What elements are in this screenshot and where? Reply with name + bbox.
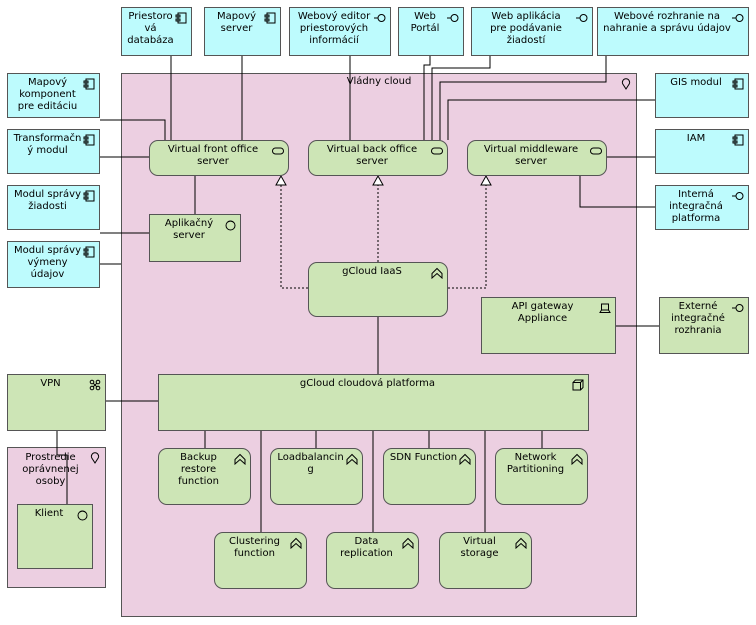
function-chevron-icon <box>402 537 414 549</box>
interface-icon <box>374 12 386 24</box>
node-web-aplikacia[interactable]: Web aplikácia pre podávanie žiadostí <box>471 7 593 56</box>
node-aplikacny-server[interactable]: Aplikačný server <box>149 214 241 262</box>
node-label: Priestoro vá databáza <box>127 11 174 46</box>
function-chevron-icon <box>234 453 246 465</box>
node-label: Mapový komponent pre editáciu <box>17 77 78 112</box>
node-iam[interactable]: IAM <box>655 129 749 174</box>
component-icon <box>83 78 95 90</box>
node-label: Externé integračné rozhrania <box>671 301 725 336</box>
node-label: Aplikačný server <box>164 218 214 241</box>
node-label: Virtual back office server <box>326 144 418 167</box>
node-label: Klient <box>34 508 64 519</box>
node-label: SDN Function <box>389 452 458 463</box>
rounded-rect-icon <box>431 145 443 157</box>
communication-network-icon <box>89 379 101 391</box>
node-label: gCloud cloudová platforma <box>299 378 436 389</box>
function-chevron-icon <box>431 267 443 279</box>
node-label: GIS modul <box>670 77 722 88</box>
function-chevron-icon <box>290 537 302 549</box>
node-mapovy-server[interactable]: Mapový server <box>204 7 281 56</box>
node-backup-restore[interactable]: Backup restore function <box>158 448 251 505</box>
node-label: Modul správy žiadosti <box>13 189 82 212</box>
interface-icon <box>732 12 744 24</box>
node-loadbalancing[interactable]: Loadbalancin g <box>270 448 363 505</box>
node-label: Virtual front office server <box>167 144 259 167</box>
node-label: Network Partitioning <box>506 452 565 475</box>
node-label: Loadbalancin g <box>277 452 344 475</box>
node-data-replication[interactable]: Data replication <box>326 532 419 589</box>
node-label: Virtual middleware server <box>483 144 579 167</box>
interface-icon <box>576 12 588 24</box>
node-label: Data replication <box>340 536 393 559</box>
component-icon <box>264 12 276 24</box>
component-icon <box>83 134 95 146</box>
node-api-gateway[interactable]: API gateway Appliance <box>481 297 616 354</box>
node-modul-spravy-vymeny[interactable]: Modul správy výmeny údajov <box>7 241 100 288</box>
node-label: Webové rozhranie na nahranie a správu úd… <box>603 11 731 34</box>
node-virtual-back-office[interactable]: Virtual back office server <box>308 140 448 176</box>
interface-icon <box>447 12 459 24</box>
node-webovy-editor[interactable]: Webový editor priestorových informácií <box>289 7 391 56</box>
node-label: Webový editor priestorových informácií <box>297 11 371 46</box>
function-chevron-icon <box>571 453 583 465</box>
node-mapovy-komponent[interactable]: Mapový komponent pre editáciu <box>7 73 100 118</box>
node-vpn[interactable]: VPN <box>7 374 106 431</box>
node-label: Virtual storage <box>460 536 499 559</box>
node-label: Interná integračná platforma <box>669 189 723 224</box>
function-chevron-icon <box>515 537 527 549</box>
node-gcloud-platforma[interactable]: gCloud cloudová platforma <box>158 374 589 431</box>
node-gis-modul[interactable]: GIS modul <box>655 73 749 118</box>
system-software-icon <box>224 219 236 231</box>
node-label: gCloud IaaS <box>342 266 402 277</box>
node-klient[interactable]: Klient <box>17 504 93 569</box>
rounded-rect-icon <box>272 145 284 157</box>
node-web-portal[interactable]: Web Portál <box>398 7 464 56</box>
location-pin-icon <box>89 452 101 464</box>
node-clustering[interactable]: Clustering function <box>214 532 307 589</box>
node-interna-platforma[interactable]: Interná integračná platforma <box>655 185 749 230</box>
system-software-icon <box>76 509 88 521</box>
component-icon <box>83 246 95 258</box>
node-modul-spravy-ziadosti[interactable]: Modul správy žiadosti <box>7 185 100 230</box>
node-label: Modul správy výmeny údajov <box>13 245 82 280</box>
function-chevron-icon <box>459 453 471 465</box>
node-gcloud-iaas[interactable]: gCloud IaaS <box>308 262 448 317</box>
node-label: Web Portál <box>410 11 440 34</box>
node-sdn-function[interactable]: SDN Function <box>383 448 476 505</box>
node-virtual-front-office[interactable]: Virtual front office server <box>149 140 289 176</box>
location-pin-icon <box>620 78 632 90</box>
node-network-partitioning[interactable]: Network Partitioning <box>495 448 588 505</box>
node-label: API gateway Appliance <box>511 301 574 324</box>
node-label: Clustering function <box>229 536 280 559</box>
node-label: Mapový server <box>216 11 257 34</box>
device-laptop-icon <box>599 302 611 314</box>
function-chevron-icon <box>346 453 358 465</box>
node-cube-icon <box>572 379 584 391</box>
node-externe-rozhrania[interactable]: Externé integračné rozhrania <box>659 297 749 354</box>
component-icon <box>175 12 187 24</box>
component-icon <box>83 190 95 202</box>
interface-icon <box>732 190 744 202</box>
node-virtual-middleware[interactable]: Virtual middleware server <box>467 140 607 176</box>
node-label: Backup restore function <box>178 452 219 487</box>
node-label: VPN <box>40 378 61 389</box>
vladny-cloud-label: Vládny cloud <box>346 76 412 87</box>
node-label: IAM <box>686 133 706 144</box>
component-icon <box>732 78 744 90</box>
node-label: Web aplikácia pre podávanie žiadostí <box>490 11 562 46</box>
component-icon <box>732 134 744 146</box>
node-webove-rozhranie[interactable]: Webové rozhranie na nahranie a správu úd… <box>597 7 749 56</box>
prostredie-label: Prostredie oprávnenej osoby <box>22 452 79 487</box>
node-transformacny-modul[interactable]: Transformačn ý modul <box>7 129 100 174</box>
node-virtual-storage[interactable]: Virtual storage <box>439 532 532 589</box>
rounded-rect-icon <box>590 145 602 157</box>
node-label: Transformačn ý modul <box>13 133 82 156</box>
interface-icon <box>732 302 744 314</box>
node-priestorova-databaza[interactable]: Priestoro vá databáza <box>121 7 192 56</box>
